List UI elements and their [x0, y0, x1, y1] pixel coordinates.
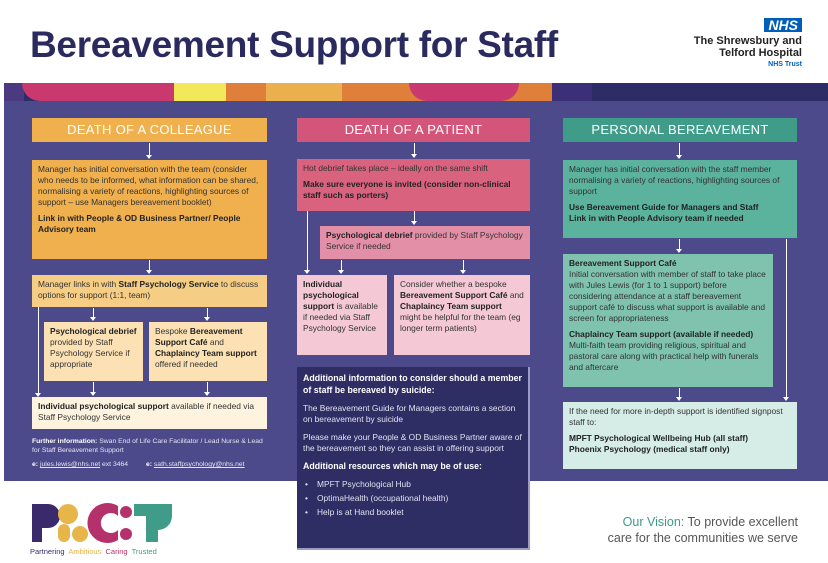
colleague-individual-support-box: Individual psychological support availab…: [32, 397, 267, 429]
text-bold: Psychological debrief: [50, 326, 137, 336]
colleague-cafe-chaplaincy-box: Bespoke Bereavement Support Café and Cha…: [149, 322, 267, 381]
text: provided by Staff Psychology Service if …: [326, 230, 523, 251]
further-label: Further information:: [32, 438, 98, 445]
patient-box1-text: Hot debrief takes place – ideally on the…: [303, 163, 488, 173]
value-caring: Caring: [105, 547, 128, 556]
value-partnering: Partnering: [30, 547, 65, 556]
resource-item: Help is at Hand booklet: [303, 507, 522, 518]
text: provided by Staff Psychology Service if …: [50, 337, 130, 369]
patient-individual-support-box: Individual psychological support is avai…: [297, 275, 387, 355]
nhs-logo: NHS The Shrewsbury and Telford Hospital …: [694, 18, 802, 71]
vision-statement: Our Vision: To provide excellent care fo…: [608, 514, 798, 546]
email-link-jules[interactable]: jules.lewis@nhs.net: [39, 461, 101, 468]
personal-initial-conversation-box: Manager has initial conversation with th…: [563, 160, 797, 238]
text-bold: Individual psychological support: [303, 279, 359, 311]
resources-heading: Additional resources which may be of use…: [303, 461, 482, 471]
text-bold: Chaplaincy Team support: [155, 348, 257, 358]
value-trusted: Trusted: [131, 547, 157, 556]
org-name-line3: NHS Trust: [768, 61, 802, 68]
pact-logo-graphic: [32, 503, 172, 543]
cafe-text: Initial conversation with member of staf…: [569, 269, 766, 323]
suicide-bereavement-info-box: Additional information to consider shoul…: [297, 367, 530, 550]
vision-label: Our Vision:: [622, 515, 685, 529]
text: and: [507, 290, 524, 300]
email-label: e:: [32, 461, 39, 468]
personal-signpost-box: If the need for more in-depth support is…: [563, 402, 797, 469]
resources-list: MPFT Psychological Hub OptimaHealth (occ…: [303, 479, 522, 518]
colleague-initial-conversation-box: Manager has initial conversation with th…: [32, 160, 267, 259]
further-text: Swan End of Life Care Facilitator / Lead…: [32, 438, 263, 454]
suicide-para1: The Bereavement Guide for Managers conta…: [303, 403, 516, 424]
signpost-bold2: Phoenix Psychology (medical staff only): [569, 444, 730, 454]
vision-line2: care for the communities we serve: [607, 531, 798, 545]
pact-logo: [30, 500, 175, 549]
patient-hot-debrief-box: Hot debrief takes place – ideally on the…: [297, 159, 530, 211]
resource-item: OptimaHealth (occupational health): [303, 493, 522, 504]
email-label: e:: [145, 461, 153, 468]
text: available if needed via Staff Psychology…: [38, 401, 254, 422]
text-bold: Individual psychological support: [38, 401, 169, 411]
heading-death-of-colleague: DEATH OF A COLLEAGUE: [32, 118, 267, 142]
chaplaincy-text: Multi-faith team providing religious, sp…: [569, 340, 759, 372]
email-link-staffpsychology[interactable]: sath.staffpsychology@nhs.net: [153, 461, 245, 468]
text: to discuss options for support (1:1, tea…: [38, 279, 259, 300]
org-name-line1: The Shrewsbury and: [693, 35, 802, 47]
text-bold: Chaplaincy Team support: [400, 301, 502, 311]
patient-cafe-chaplaincy-box: Consider whether a bespoke Bereavement S…: [394, 275, 530, 355]
personal-box1-bold1: Use Bereavement Guide for Managers and S…: [569, 202, 759, 212]
nhs-badge: NHS: [764, 18, 802, 32]
vision-line1: To provide excellent: [684, 515, 799, 529]
resource-item: MPFT Psychological Hub: [303, 479, 522, 490]
suicide-para2: Please make your People & OD Business Pa…: [303, 432, 522, 453]
text-bold: Bereavement Support Café: [155, 326, 243, 347]
signpost-text: If the need for more in-depth support is…: [569, 406, 783, 427]
suicide-heading: Additional information to consider shoul…: [303, 373, 522, 395]
patient-debrief-box: Psychological debrief provided by Staff …: [320, 226, 530, 259]
value-ambitious: Ambitious: [68, 547, 102, 556]
text: Manager links in with: [38, 279, 119, 289]
colleague-staff-psychology-box: Manager links in with Staff Psychology S…: [32, 275, 267, 307]
further-information: Further information: Swan End of Life Ca…: [32, 437, 272, 469]
patient-box1-bold: Make sure everyone is invited (consider …: [303, 179, 511, 200]
org-name-line2: Telford Hospital: [719, 47, 802, 59]
pact-values: Partnering Ambitious Caring Trusted: [30, 547, 157, 556]
colleague-box1-text: Manager has initial conversation with th…: [38, 164, 259, 207]
colleague-debrief-box: Psychological debrief provided by Staff …: [44, 322, 143, 381]
text: Consider whether a bespoke: [400, 279, 507, 289]
heading-personal-bereavement: PERSONAL BEREAVEMENT: [563, 118, 797, 142]
colleague-box1-bold: Link in with People & OD Business Partne…: [38, 213, 241, 234]
signpost-bold1: MPFT Psychological Wellbeing Hub (all st…: [569, 433, 748, 443]
text-bold: Staff Psychology Service: [118, 279, 219, 289]
cafe-title: Bereavement Support Café: [569, 258, 677, 268]
text: is available if needed via Staff Psychol…: [303, 301, 378, 333]
page-title: Bereavement Support for Staff: [30, 24, 558, 65]
chaplaincy-title: Chaplaincy Team support (available if ne…: [569, 329, 754, 339]
text: Bespoke: [155, 326, 190, 336]
personal-box1-bold2: Link in with People Advisory team if nee…: [569, 213, 744, 223]
text-bold: Psychological debrief: [326, 230, 413, 240]
text: offered if needed: [155, 359, 218, 369]
text-bold: Bereavement Support Café: [400, 290, 508, 300]
heading-death-of-patient: DEATH OF A PATIENT: [297, 118, 530, 142]
text: might be helpful for the team (eg longer…: [400, 312, 521, 333]
text: and: [207, 337, 224, 347]
phone-ext: ext 3464: [100, 461, 129, 468]
decorative-band: [4, 83, 828, 101]
personal-box1-text: Manager has initial conversation with th…: [569, 164, 780, 196]
